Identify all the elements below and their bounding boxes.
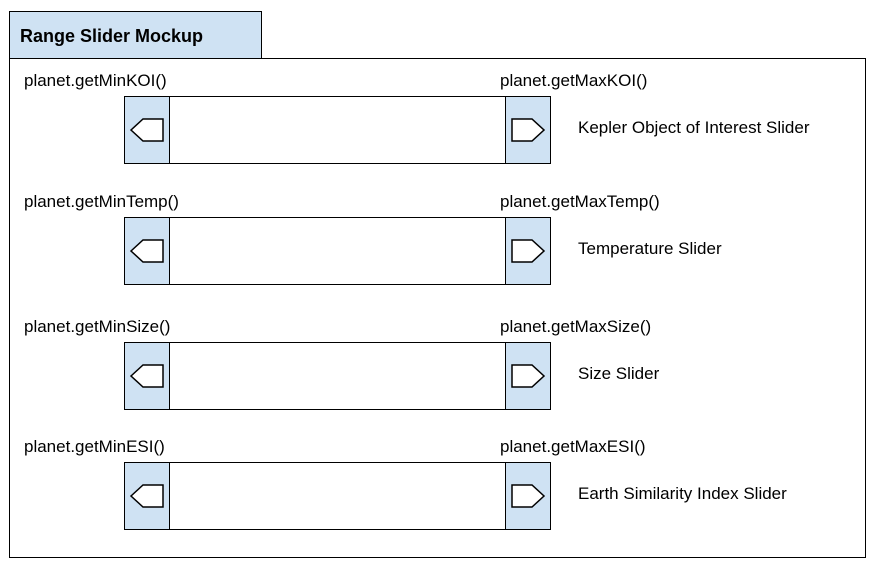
arrow-right-icon <box>511 118 546 142</box>
max-size-label: planet.getMaxSize() <box>500 317 652 336</box>
diagram-title: Range Slider Mockup <box>20 26 204 46</box>
esi-slider-name: Earth Similarity Index Slider <box>578 484 787 503</box>
arrow-right-icon <box>511 484 546 508</box>
esi-max-handle[interactable] <box>505 463 550 529</box>
esi-slider-track[interactable] <box>124 462 551 530</box>
max-koi-label: planet.getMaxKOI() <box>500 71 648 90</box>
max-esi-label: planet.getMaxESI() <box>500 437 646 456</box>
size-max-handle[interactable] <box>505 343 550 409</box>
size-slider-name: Size Slider <box>578 364 660 383</box>
temp-max-handle[interactable] <box>505 218 550 284</box>
min-esi-label: planet.getMinESI() <box>24 437 165 456</box>
min-koi-label: planet.getMinKOI() <box>24 71 167 90</box>
koi-slider-track[interactable] <box>124 96 551 164</box>
arrow-left-icon <box>129 484 164 508</box>
max-temp-label: planet.getMaxTemp() <box>500 192 660 211</box>
esi-min-handle[interactable] <box>125 463 170 529</box>
diagram-title-tab: Range Slider Mockup <box>9 11 262 59</box>
slider-row-esi: planet.getMinESI() planet.getMaxESI() Ea… <box>0 437 879 547</box>
arrow-right-icon <box>511 239 546 263</box>
arrow-left-icon <box>129 239 164 263</box>
slider-row-size: planet.getMinSize() planet.getMaxSize() … <box>0 317 879 427</box>
temp-slider-track[interactable] <box>124 217 551 285</box>
arrow-left-icon <box>129 364 164 388</box>
temp-min-handle[interactable] <box>125 218 170 284</box>
arrow-left-icon <box>129 118 164 142</box>
size-min-handle[interactable] <box>125 343 170 409</box>
slider-row-temp: planet.getMinTemp() planet.getMaxTemp() … <box>0 192 879 302</box>
size-slider-track[interactable] <box>124 342 551 410</box>
koi-max-handle[interactable] <box>505 97 550 163</box>
koi-slider-name: Kepler Object of Interest Slider <box>578 118 810 137</box>
koi-min-handle[interactable] <box>125 97 170 163</box>
min-temp-label: planet.getMinTemp() <box>24 192 179 211</box>
min-size-label: planet.getMinSize() <box>24 317 171 336</box>
slider-row-koi: planet.getMinKOI() planet.getMaxKOI() Ke… <box>0 71 879 181</box>
arrow-right-icon <box>511 364 546 388</box>
temp-slider-name: Temperature Slider <box>578 239 722 258</box>
